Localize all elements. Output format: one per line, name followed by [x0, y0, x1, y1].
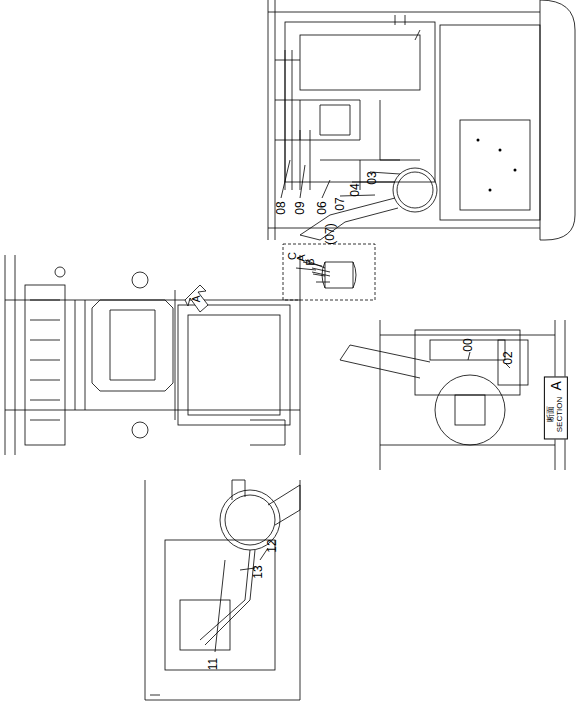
callout-number: 06	[316, 201, 328, 214]
callout-number: 13	[252, 565, 264, 578]
callout-number: 00	[462, 338, 474, 351]
callout-number: 07	[334, 197, 346, 210]
callout-number: 12	[266, 539, 278, 552]
callout-number: 03	[366, 171, 378, 184]
callout-number: 11	[207, 658, 219, 670]
top-view	[268, 0, 575, 240]
callout-number: 09	[294, 201, 306, 214]
section-tag: 断面 SECTION A	[544, 376, 568, 439]
section-text: A	[548, 381, 564, 390]
callout-number: 02	[502, 351, 514, 364]
plan-view	[5, 255, 300, 455]
view-arrow-letter: A	[192, 296, 202, 303]
section-text: 断面 SECTION	[547, 395, 565, 435]
detail-07	[283, 244, 375, 300]
callout-number: 04	[349, 183, 361, 196]
side-view	[145, 480, 300, 700]
callout-number: 08	[275, 201, 287, 214]
detail-label: (07)	[324, 223, 336, 244]
callout-letter: B	[305, 258, 316, 265]
section-a-view	[340, 320, 565, 470]
